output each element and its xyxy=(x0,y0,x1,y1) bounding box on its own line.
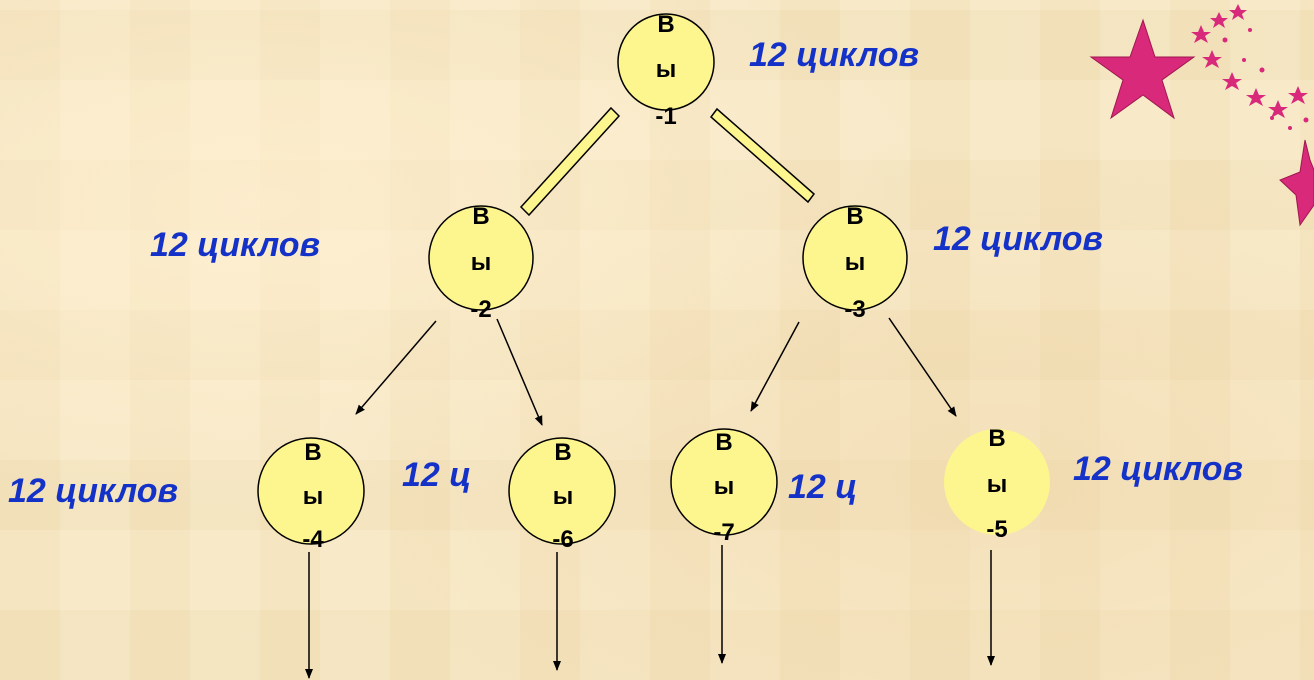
cycle-label-n1: 12 циклов xyxy=(749,36,920,74)
node-n5-line-3: -5 xyxy=(986,516,1007,543)
node-n3-line-2: ы xyxy=(845,249,866,276)
arrow-n2-n6 xyxy=(496,318,543,426)
node-n7-line-3: -7 xyxy=(713,519,734,546)
node-n7: В ы -7 xyxy=(670,428,778,546)
node-n2: В ы -2 xyxy=(428,203,534,323)
node-n6: В ы -6 xyxy=(508,437,616,553)
node-n4-line-3: -4 xyxy=(302,526,324,553)
node-n6-line-3: -6 xyxy=(552,526,573,553)
node-n2-line-2: ы xyxy=(471,249,492,276)
arrow-n3-n7 xyxy=(750,321,800,412)
node-n5-line-2: ы xyxy=(987,471,1008,498)
connector-n1-n2 xyxy=(519,106,621,217)
node-n4: В ы -4 xyxy=(257,437,365,553)
node-n3: В ы -3 xyxy=(802,203,908,323)
node-n1-line-1: В xyxy=(657,11,674,38)
cycle-label-n3: 12 циклов xyxy=(933,220,1104,258)
arrow-n2-n4 xyxy=(355,320,437,415)
node-n2-line-1: В xyxy=(472,203,489,230)
cycle-label-n5: 12 циклов xyxy=(1073,450,1244,488)
node-n1: В ы -1 xyxy=(617,11,715,130)
node-n3-line-3: -3 xyxy=(844,296,865,323)
node-n4-line-2: ы xyxy=(303,483,324,510)
node-n4-line-1: В xyxy=(304,439,321,466)
node-n7-line-2: ы xyxy=(714,473,735,500)
cycle-label-n2: 12 циклов xyxy=(150,226,321,264)
cycle-label-n7: 12 ц xyxy=(788,468,858,506)
node-n6-line-2: ы xyxy=(553,483,574,510)
node-n1-line-3: -1 xyxy=(655,103,676,130)
node-n6-line-1: В xyxy=(554,439,571,466)
arrow-n3-n5 xyxy=(888,317,957,417)
node-n3-line-1: В xyxy=(846,203,863,230)
pink-stars-icon xyxy=(1089,4,1314,227)
connector-n1-n3 xyxy=(709,107,816,204)
cycle-label-n4: 12 циклов xyxy=(8,472,179,510)
node-n2-line-3: -2 xyxy=(470,296,491,323)
node-n5: В ы -5 xyxy=(944,425,1050,543)
node-n5-line-1: В xyxy=(988,425,1005,452)
cycle-label-n6: 12 ц xyxy=(402,456,472,494)
node-n7-line-1: В xyxy=(715,429,732,456)
node-n1-line-2: ы xyxy=(656,56,677,83)
